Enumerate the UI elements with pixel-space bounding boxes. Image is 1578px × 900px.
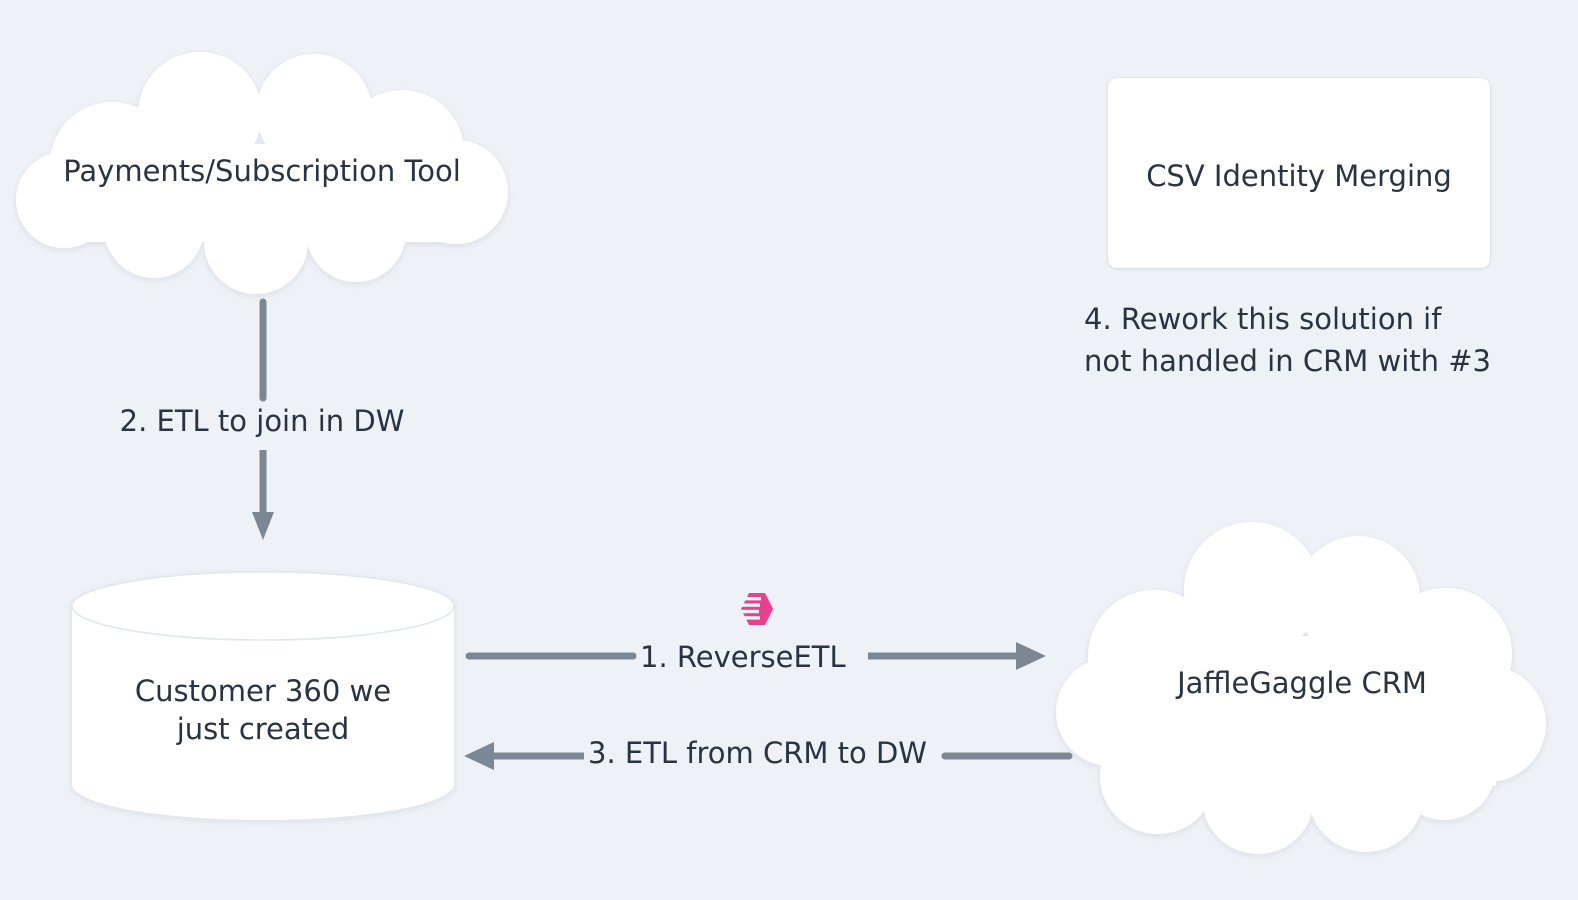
node-csv-identity-merging[interactable] xyxy=(1108,78,1490,268)
connector-reverse-etl-left-segment xyxy=(465,648,637,664)
connector-etl-from-crm-right-segment xyxy=(941,748,1073,764)
connector-etl-from-crm-left-segment xyxy=(462,740,586,772)
node-payments-subscription-tool[interactable] xyxy=(4,52,520,294)
hightouch-logo-icon xyxy=(736,588,778,630)
connector-etl-to-join-upper xyxy=(252,298,274,402)
connector-etl-to-join-label: 2. ETL to join in DW xyxy=(119,404,405,438)
connector-etl-to-join-lower xyxy=(252,448,274,544)
connector-reverse-etl-right-segment xyxy=(866,640,1048,672)
connector-reverse-etl-label: 1. ReverseETL xyxy=(640,640,846,674)
connector-etl-from-crm-label: 3. ETL from CRM to DW xyxy=(588,736,927,770)
annotation-rework-note: 4. Rework this solution if not handled i… xyxy=(1084,302,1491,379)
node-jafflegaggle-crm[interactable] xyxy=(1046,516,1558,854)
node-customer-360-warehouse[interactable] xyxy=(70,570,456,820)
